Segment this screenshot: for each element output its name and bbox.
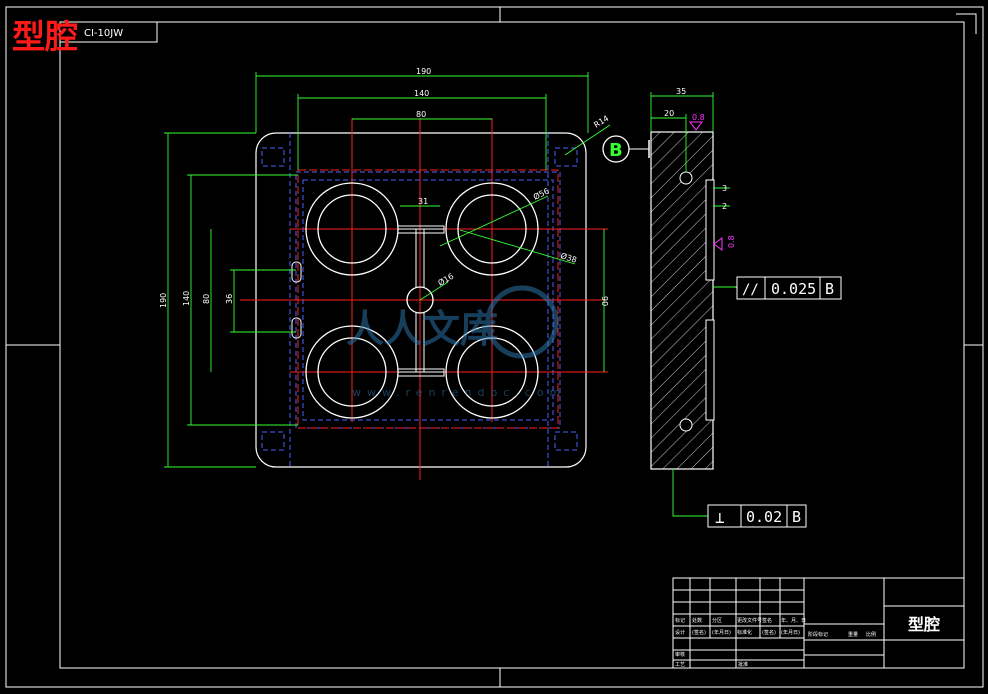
centerlines (240, 118, 608, 480)
svg-text:190: 190 (416, 67, 431, 76)
svg-text:⊥: ⊥ (715, 508, 725, 527)
svg-text:3: 3 (722, 184, 727, 193)
svg-text:标准化: 标准化 (737, 629, 752, 636)
drawing-frame (5, 6, 984, 688)
svg-text:35: 35 (676, 87, 686, 96)
dimension-texts: 190 140 80 31 190 140 80 36 90 R14 Ø56 Ø… (159, 67, 610, 308)
watermark: 人人文库 www.renrendoc.com (346, 285, 566, 399)
svg-text:审核: 审核 (675, 651, 685, 658)
svg-text:190: 190 (159, 293, 168, 308)
svg-text:重量: 重量 (848, 631, 858, 638)
dimension-lines (164, 72, 611, 468)
cavity-plate-section-view: 35 20 3 2 0.8 0.8 (650, 87, 737, 517)
svg-text:90: 90 (600, 296, 609, 306)
datum-b-marker: B (602, 135, 650, 163)
svg-text:B: B (792, 508, 801, 526)
stamp-title: 型腔 (12, 17, 78, 56)
cavity-boundary (297, 169, 559, 429)
svg-text:(年月日): (年月日) (712, 629, 731, 636)
svg-text:处数: 处数 (692, 617, 702, 624)
runners (397, 225, 445, 377)
svg-text:20: 20 (664, 109, 674, 118)
svg-text:更改文件号: 更改文件号 (737, 617, 762, 624)
svg-text:设计: 设计 (675, 629, 685, 636)
svg-text:(年月日): (年月日) (781, 629, 800, 636)
svg-text:140: 140 (182, 291, 191, 306)
svg-text:标记: 标记 (675, 617, 685, 624)
svg-text:比例: 比例 (866, 631, 876, 638)
svg-text:80: 80 (416, 110, 426, 119)
svg-text:140: 140 (414, 89, 429, 98)
svg-text:签名: 签名 (762, 617, 772, 624)
svg-text:0.8: 0.8 (692, 113, 705, 122)
perpendicularity-frame: ⊥ 0.02 B (707, 504, 807, 528)
svg-text:(签名): (签名) (692, 629, 706, 636)
svg-text:R14: R14 (592, 114, 610, 130)
title-block-part-name: 型腔 (908, 615, 940, 634)
parallelism-frame: // 0.025 B (736, 276, 842, 300)
svg-text:(签名): (签名) (762, 629, 776, 636)
svg-text:36: 36 (225, 294, 234, 304)
svg-text:31: 31 (418, 197, 428, 206)
svg-text:0.02: 0.02 (746, 508, 782, 526)
svg-text:2: 2 (722, 202, 727, 211)
svg-text:B: B (609, 140, 623, 161)
svg-text://: // (742, 282, 759, 298)
svg-text:80: 80 (202, 294, 211, 304)
svg-text:Ø16: Ø16 (436, 271, 455, 288)
svg-text:CI-10JW: CI-10JW (84, 28, 123, 39)
svg-text:B: B (825, 280, 834, 298)
svg-text:人人文库: 人人文库 (346, 307, 498, 351)
cavity-plate-plan-view: 190 140 80 31 190 140 80 36 90 R14 Ø56 Ø… (159, 67, 650, 480)
side-slots (291, 261, 302, 339)
svg-text:批准: 批准 (738, 661, 748, 668)
header-code-box: CI-10JW (59, 21, 158, 43)
title-block (672, 577, 965, 669)
svg-text:www.renrendoc.com: www.renrendoc.com (352, 386, 566, 399)
svg-text:分区: 分区 (712, 617, 722, 624)
svg-text:工艺: 工艺 (675, 662, 685, 668)
svg-text:0.8: 0.8 (727, 235, 736, 248)
title-block-text: 标记 处数 分区 更改文件号 签名 年、月、日 设计 (签名) (年月日) 标准… (675, 617, 876, 668)
svg-text:年、月、日: 年、月、日 (781, 617, 806, 624)
svg-text:Ø38: Ø38 (559, 250, 578, 264)
svg-text:阶段标记: 阶段标记 (808, 631, 828, 638)
svg-text:0.025: 0.025 (771, 280, 816, 298)
